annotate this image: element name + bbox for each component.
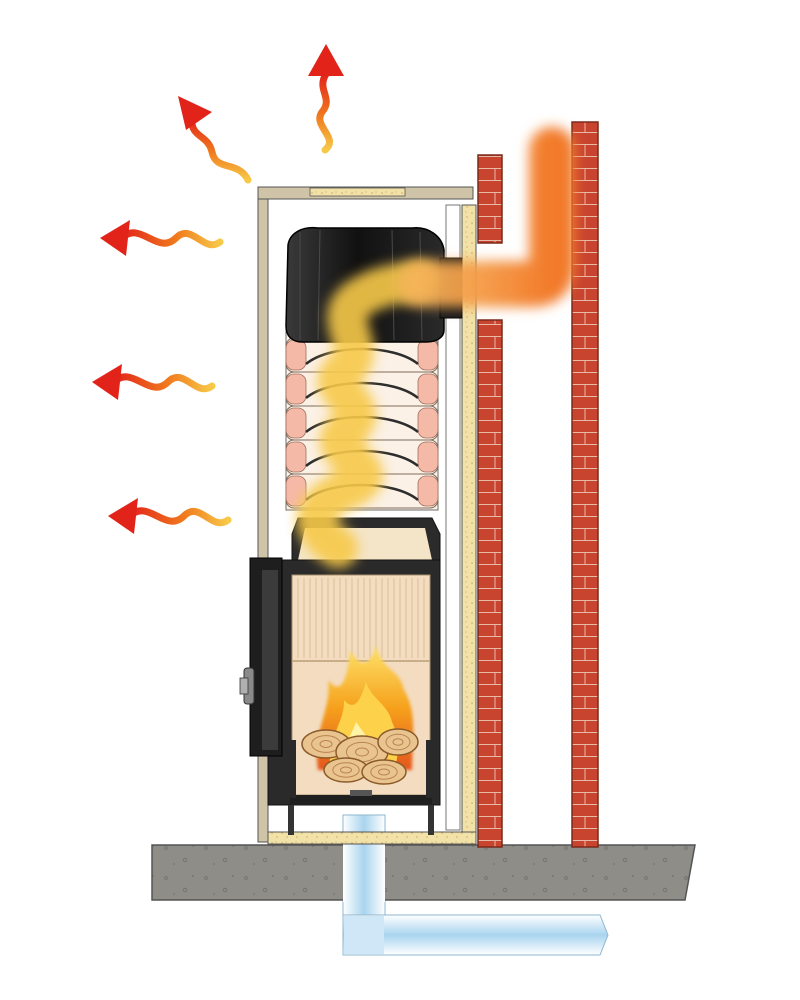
- heat-arrow-icon: [108, 498, 232, 534]
- log: [361, 759, 407, 785]
- brick-wall-inner: [477, 154, 503, 848]
- insulation-layer: [257, 186, 477, 845]
- fire-and-logs: [301, 645, 419, 785]
- log: [323, 757, 369, 783]
- log: [377, 728, 419, 756]
- heat-arrow-icon: [308, 44, 344, 154]
- radiant-heat-arrows: [92, 44, 344, 534]
- floor-slab: [151, 844, 696, 902]
- brick-wall-outer: [571, 121, 599, 848]
- flue-gas-flow: [296, 127, 575, 568]
- heat-arrow-icon: [92, 364, 216, 400]
- heat-arrow-icon: [178, 96, 252, 184]
- heat-arrow-icon: [100, 220, 224, 256]
